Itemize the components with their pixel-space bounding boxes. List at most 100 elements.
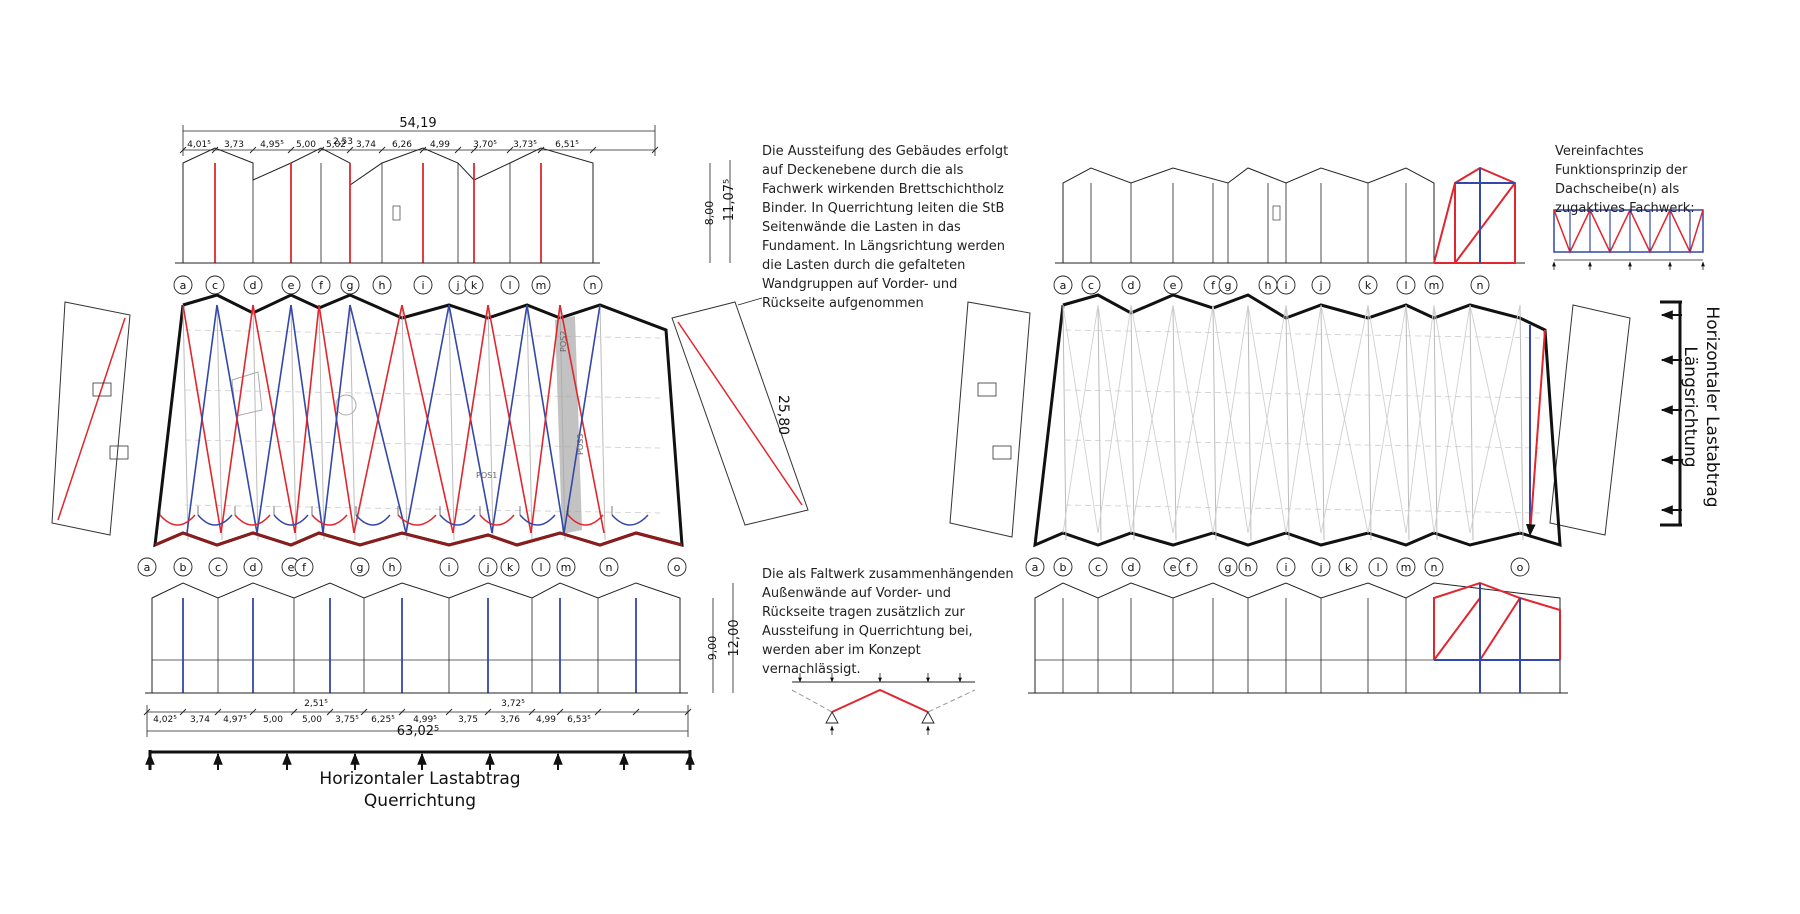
right-bottom-axis-a: a	[1025, 557, 1045, 577]
left-plan-side-panel-east	[671, 301, 809, 526]
left-top-height-total: 11,07⁵	[722, 179, 737, 221]
svg-text:j: j	[1318, 279, 1322, 292]
left-top-dimension: 3,70⁵	[473, 140, 497, 150]
right-bottom-axis-i: i	[1276, 557, 1296, 577]
right-bottom-axis-g: g	[1218, 557, 1238, 577]
svg-text:h: h	[1245, 561, 1252, 574]
left-bottom-dimension: 3,76	[500, 715, 520, 725]
svg-text:f: f	[319, 279, 324, 292]
right-bottom-axis-m: m	[1396, 557, 1416, 577]
right-plan-red-bracing	[1526, 329, 1546, 537]
left-bottom-axis-j: j	[478, 557, 498, 577]
left-bottom-dimension: 6,25⁵	[371, 715, 395, 725]
left-top-total-dimension: 54,19	[399, 116, 436, 131]
right-bottom-axis-n: n	[1424, 557, 1444, 577]
left-top-door	[392, 205, 401, 221]
left-load-label-2: Querrichtung	[363, 791, 477, 811]
svg-text:b: b	[180, 561, 187, 574]
left-bottom-axis-k: k	[500, 557, 520, 577]
left-bottom-dimension: 5,00	[263, 715, 283, 725]
svg-text:b: b	[1060, 561, 1067, 574]
svg-text:a: a	[144, 561, 151, 574]
principle-truss-verticals	[1569, 210, 1691, 252]
right-bottom-axis-j: j	[1311, 557, 1331, 577]
left-top-dimension: 4,01⁵	[187, 140, 211, 150]
right-top-elevation	[1055, 166, 1525, 264]
left-bottom-dimension: 3,75⁵	[335, 715, 359, 725]
left-plan-label-pos3: POS3	[576, 434, 585, 455]
left-plan-shaded-bay	[555, 316, 582, 534]
svg-text:n: n	[606, 561, 613, 574]
svg-text:n: n	[590, 279, 597, 292]
left-top-height: 8,00	[703, 201, 716, 226]
right-top-axis-d: d	[1121, 275, 1141, 295]
right-bottom-axis-l: l	[1368, 557, 1388, 577]
svg-text:l: l	[539, 561, 542, 574]
left-plan-side-diagonal-west	[57, 317, 126, 521]
right-bottom-axis-c: c	[1088, 557, 1108, 577]
svg-text:g: g	[357, 561, 364, 574]
right-bottom-axis-h: h	[1238, 557, 1258, 577]
svg-text:n: n	[1477, 279, 1484, 292]
left-bottom-axis-g: g	[350, 557, 370, 577]
svg-text:m: m	[561, 561, 572, 574]
svg-text:o: o	[1517, 561, 1524, 574]
left-top-axis-j: j	[448, 275, 468, 295]
left-bottom-dimension: 3,74	[190, 715, 210, 725]
right-load-arrows	[1660, 310, 1682, 515]
left-bottom-dimension: 4,97⁵	[223, 715, 247, 725]
svg-text:h: h	[379, 279, 386, 292]
left-top-axis-h: h	[372, 275, 392, 295]
left-bottom-axis-c: c	[208, 557, 228, 577]
principle-truss-sketch	[1552, 208, 1705, 270]
left-top-axis-l: l	[500, 275, 520, 295]
left-top-dimension: 3,73	[224, 140, 244, 150]
left-bottom-height: 9,00	[706, 636, 719, 661]
left-bottom-dimension: 4,99⁵	[413, 715, 437, 725]
right-bottom-axis-f: f	[1178, 557, 1198, 577]
left-bottom-dimension: 6,53⁵	[567, 715, 591, 725]
right-bottom-elevation-outline	[1034, 582, 1561, 693]
left-bottom-axis-i: i	[439, 557, 459, 577]
right-top-axis-m: m	[1424, 275, 1444, 295]
left-top-dimension: 5,00	[296, 140, 316, 150]
left-top-elevation	[175, 147, 600, 264]
left-bottom-columns	[145, 598, 688, 694]
svg-text:d: d	[250, 561, 257, 574]
left-top-axis-a: a	[173, 275, 193, 295]
left-top-axis-d: d	[243, 275, 263, 295]
note-main: Die Aussteifung des Gebäudes erfolgt auf…	[762, 144, 1009, 311]
svg-text:e: e	[1170, 561, 1177, 574]
svg-text:o: o	[674, 561, 681, 574]
left-top-axis-f: f	[311, 275, 331, 295]
right-top-axis-a: a	[1053, 275, 1073, 295]
left-plan-outline	[153, 293, 684, 548]
svg-text:e: e	[1170, 279, 1177, 292]
principle-truss-supports	[1552, 261, 1705, 270]
svg-text:d: d	[1128, 279, 1135, 292]
left-bottom-elevation-outline	[151, 582, 681, 693]
note-faltwerk: Die als Faltwerk zusammenhängenden Außen…	[762, 567, 1014, 677]
svg-text:f: f	[1186, 561, 1191, 574]
svg-text:i: i	[1284, 279, 1287, 292]
left-top-dimension-chain	[182, 125, 656, 156]
svg-text:k: k	[471, 279, 478, 292]
svg-text:a: a	[1060, 279, 1067, 292]
svg-text:a: a	[1032, 561, 1039, 574]
right-plan-side-panel-east	[1549, 304, 1631, 536]
left-top-dimension: 6,51⁵	[555, 140, 579, 150]
left-bottom-axis-o: o	[667, 557, 687, 577]
svg-text:g: g	[347, 279, 354, 292]
right-bottom-axis-b: b	[1053, 557, 1073, 577]
left-bottom-axis-f: f	[294, 557, 314, 577]
right-load-label-1: Horizontaler Lastabtrag	[1702, 306, 1722, 508]
left-plan-label-pos1: POS1	[476, 471, 497, 480]
left-bottom-elevation	[145, 582, 688, 694]
right-bottom-elevation	[1028, 581, 1568, 694]
svg-text:c: c	[212, 279, 218, 292]
